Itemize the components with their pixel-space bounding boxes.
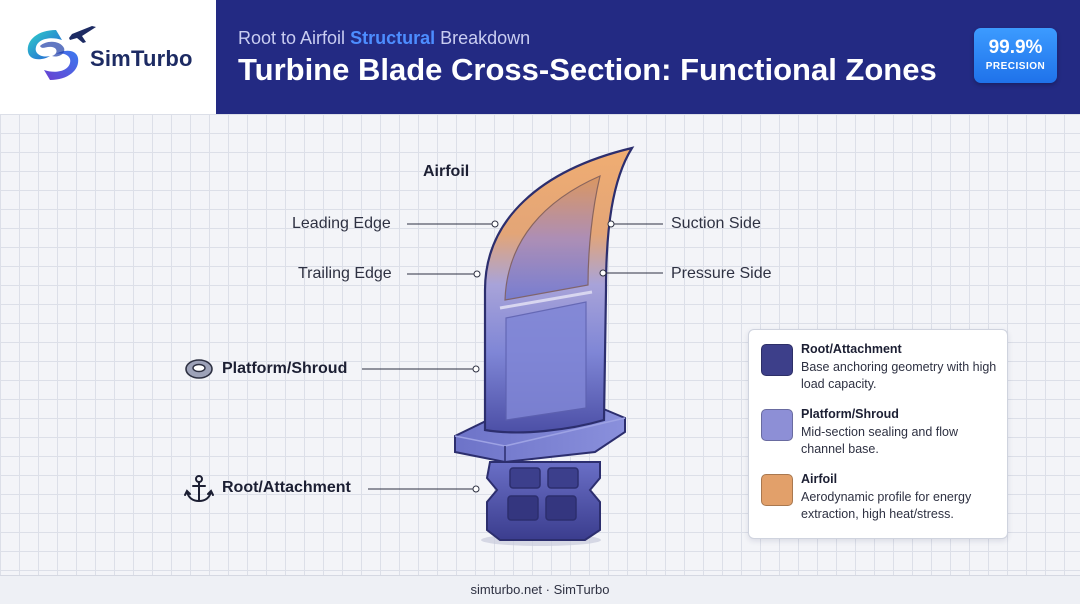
- airfoil-shape: [483, 146, 635, 434]
- legend-desc: Aerodynamic profile for energy extractio…: [801, 490, 972, 521]
- badge-label: PRECISION: [985, 61, 1046, 72]
- header: SimTurbo Root to Airfoil Structural Brea…: [0, 0, 1080, 114]
- root-attachment-shape: [485, 461, 601, 541]
- footer-link[interactable]: simturbo.net · SimTurbo: [470, 582, 610, 597]
- legend-swatch-platform: [761, 409, 793, 441]
- airfoil-label: Airfoil: [423, 163, 470, 180]
- subtitle-pre: Root to Airfoil: [238, 28, 351, 48]
- legend-desc: Mid-section sealing and flow channel bas…: [801, 425, 959, 456]
- title-banner: Root to Airfoil Structural Breakdown Tur…: [216, 0, 1080, 114]
- leading-edge-label: Leading Edge: [292, 215, 391, 232]
- logo[interactable]: SimTurbo: [0, 0, 216, 114]
- pressure-side-label: Pressure Side: [671, 265, 772, 282]
- footer: simturbo.net · SimTurbo: [0, 575, 1080, 604]
- legend-swatch-airfoil: [761, 474, 793, 506]
- legend-title: Airfoil: [801, 472, 838, 486]
- anchor-icon: [184, 475, 214, 503]
- subtitle-accent: Structural: [350, 28, 436, 48]
- subtitle-post: Breakdown: [435, 28, 531, 48]
- leader-lines: [362, 220, 663, 493]
- platform-label: Platform/Shroud: [222, 360, 348, 377]
- legend-title: Root/Attachment: [801, 342, 902, 356]
- root-label: Root/Attachment: [222, 479, 351, 496]
- page-title: Turbine Blade Cross-Section: Functional …: [238, 52, 937, 87]
- brand-name: SimTurbo: [90, 46, 193, 71]
- simturbo-logo-icon: [27, 26, 96, 80]
- badge-value: 99.9%: [988, 37, 1043, 58]
- ring-icon: [185, 359, 213, 379]
- legend-title: Platform/Shroud: [801, 407, 899, 421]
- legend: Root/Attachment Base anchoring geometry …: [748, 329, 1008, 539]
- legend-swatch-root: [761, 344, 793, 376]
- page-subtitle: Root to Airfoil Structural Breakdown: [238, 28, 530, 49]
- precision-badge: 99.9% PRECISION: [974, 28, 1057, 83]
- trailing-edge-label: Trailing Edge: [298, 265, 392, 282]
- suction-side-label: Suction Side: [671, 215, 761, 232]
- legend-desc: Base anchoring geometry with high load c…: [801, 360, 997, 391]
